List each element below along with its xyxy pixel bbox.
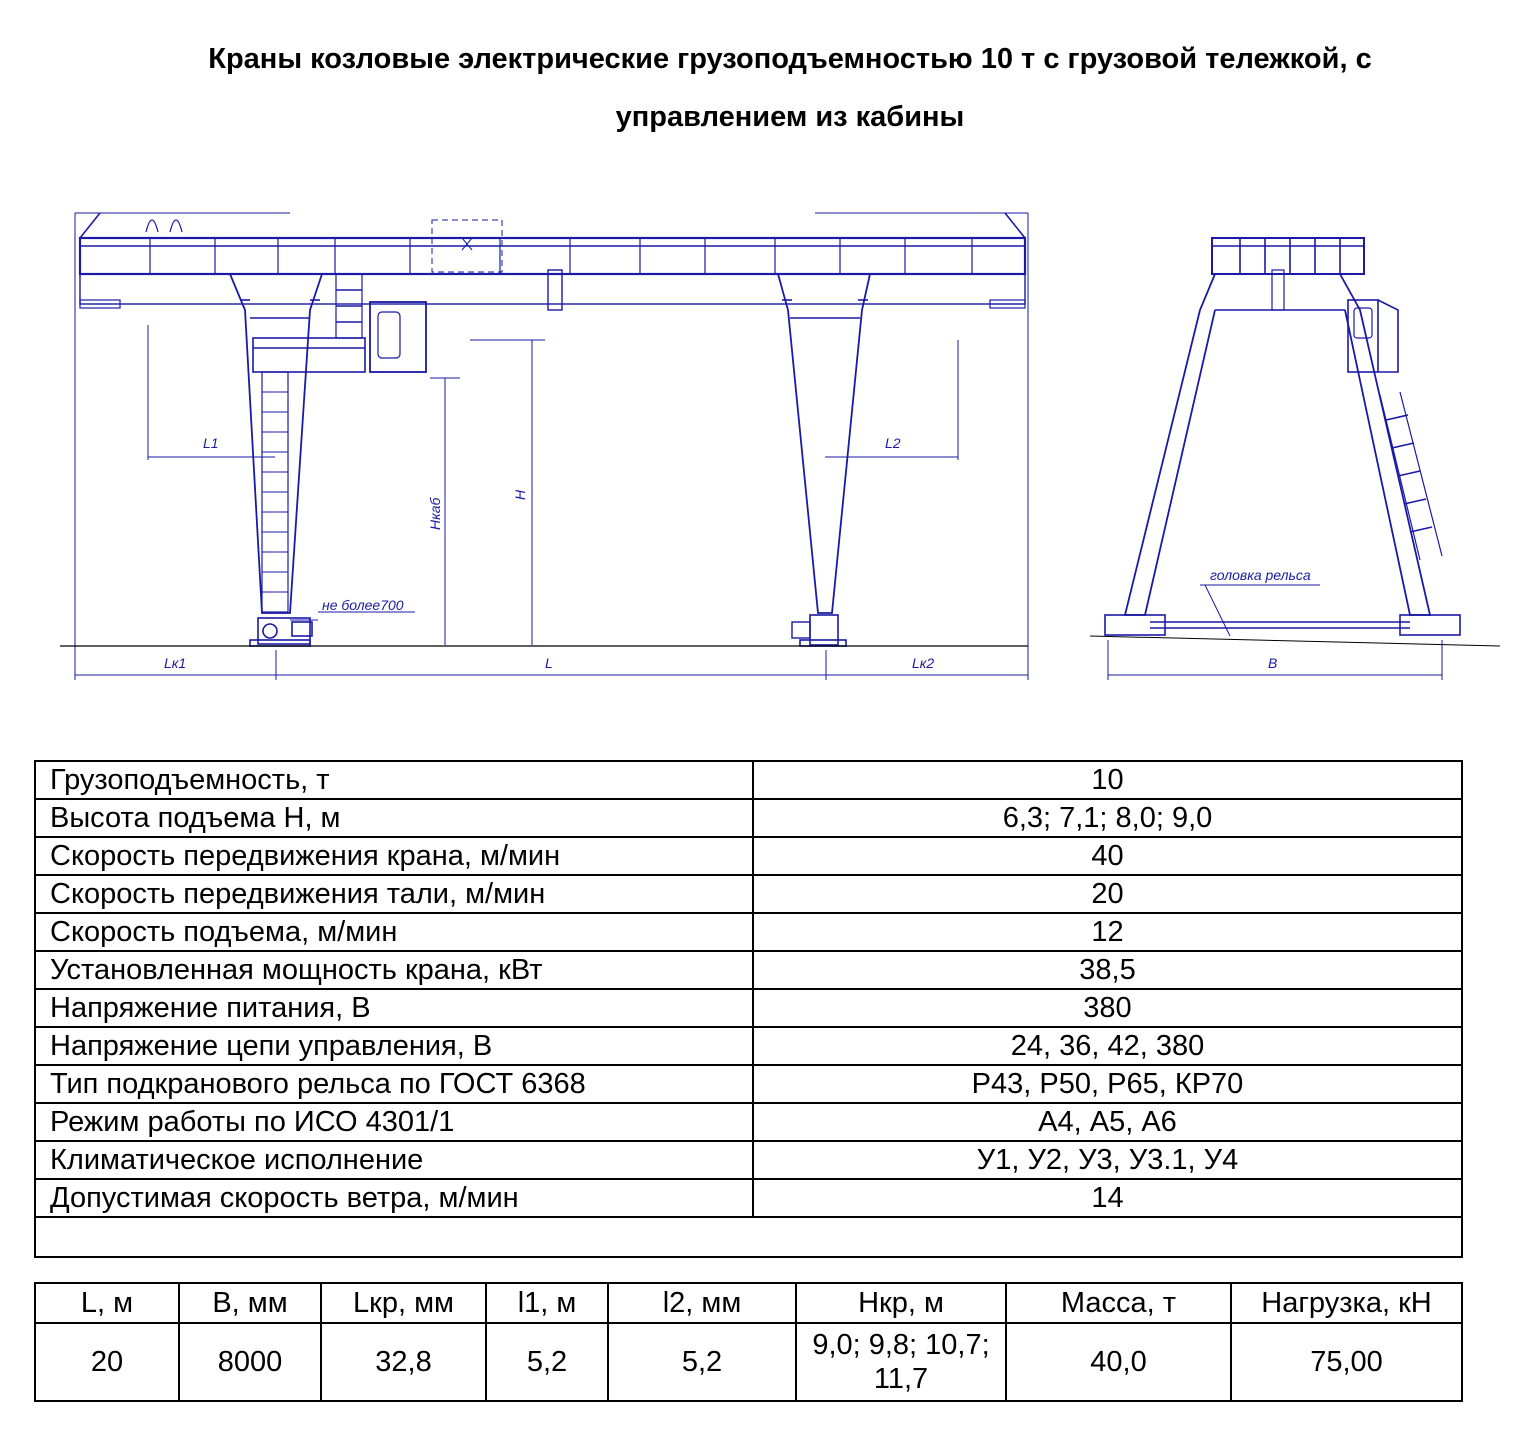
dims-header-cell: Нагрузка, кН	[1230, 1282, 1463, 1324]
document-title: Краны козловые электрические грузоподъем…	[40, 30, 1531, 146]
spec-param: Напряжение питания, В	[34, 988, 754, 1028]
dims-header-cell: Нкр, м	[795, 1282, 1007, 1324]
dims-header-cell: Масса, т	[1005, 1282, 1232, 1324]
dims-header-cell: L, м	[34, 1282, 180, 1324]
dims-value-cell: 9,0; 9,8; 10,7; 11,7	[795, 1322, 1007, 1402]
dims-value-cell: 8000	[178, 1322, 322, 1402]
dimension-lk2-label: Lк2	[912, 655, 934, 671]
dimension-h-label: Н	[512, 489, 528, 500]
title-line-2: управлением из кабины	[615, 101, 965, 133]
spec-value: Р43, Р50, Р65, КР70	[752, 1064, 1463, 1104]
spec-param: Установленная мощность крана, кВт	[34, 950, 754, 990]
dimension-l2-label: L2	[885, 435, 901, 451]
spec-value: 12	[752, 912, 1463, 952]
dimension-hcab-label: Нкаб	[427, 496, 443, 530]
dims-header-cell: l2, мм	[607, 1282, 797, 1324]
spec-param: Высота подъема Н, м	[34, 798, 754, 838]
spec-value: 10	[752, 760, 1463, 800]
dimensions-table: L, м B, мм Lкр, мм l1, м l2, мм Нкр, м М…	[34, 1282, 1463, 1402]
spec-param: Скорость передвижения тали, м/мин	[34, 874, 754, 914]
dims-header-cell: Lкр, мм	[320, 1282, 487, 1324]
dims-header-cell: B, мм	[178, 1282, 322, 1324]
spec-value: 6,3; 7,1; 8,0; 9,0	[752, 798, 1463, 838]
dimension-lk1-label: Lк1	[164, 655, 186, 671]
spec-param: Грузоподъемность, т	[34, 760, 754, 800]
dimension-l1-label: L1	[203, 435, 219, 451]
dims-value-row: 20 8000 32,8 5,2 5,2 9,0; 9,8; 10,7; 11,…	[34, 1322, 1463, 1402]
dims-header-cell: l1, м	[485, 1282, 609, 1324]
dims-value-cell: 20	[34, 1322, 180, 1402]
spec-param: Режим работы по ИСО 4301/1	[34, 1102, 754, 1142]
dimension-l-label: L	[545, 655, 553, 671]
spec-value: 40	[752, 836, 1463, 876]
front-view	[60, 212, 1029, 680]
crane-drawing: L1 L2 Нкаб Н не более700 Lк1 L Lк2 голов…	[60, 212, 1501, 680]
spec-param: Тип подкранового рельса по ГОСТ 6368	[34, 1064, 754, 1104]
spec-value: 38,5	[752, 950, 1463, 990]
front-dimensions	[75, 325, 1028, 680]
dims-value-cell: 5,2	[607, 1322, 797, 1402]
blank-row	[34, 1216, 1463, 1258]
max700-label: не более700	[322, 597, 404, 613]
spec-param: Климатическое исполнение	[34, 1140, 754, 1180]
dims-value-cell: 5,2	[485, 1322, 609, 1402]
dims-value-cell: 75,00	[1230, 1322, 1463, 1402]
title-line-1: Краны козловые электрические грузоподъем…	[208, 43, 1372, 75]
spec-value: 20	[752, 874, 1463, 914]
spec-value: А4, А5, А6	[752, 1102, 1463, 1142]
spec-value: 24, 36, 42, 380	[752, 1026, 1463, 1066]
side-view	[1089, 237, 1501, 680]
spec-param: Скорость передвижения крана, м/мин	[34, 836, 754, 876]
blank-cell	[34, 1216, 1463, 1258]
spec-value: 380	[752, 988, 1463, 1028]
spec-value: У1, У2, У3, У3.1, У4	[752, 1140, 1463, 1180]
spec-value: 14	[752, 1178, 1463, 1218]
spec-param: Напряжение цепи управления, В	[34, 1026, 754, 1066]
dimension-b-label: В	[1268, 655, 1277, 671]
dims-value-cell: 40,0	[1005, 1322, 1232, 1402]
rail-head-label: головка рельса	[1210, 567, 1311, 583]
dims-header-row: L, м B, мм Lкр, мм l1, м l2, мм Нкр, м М…	[34, 1282, 1463, 1324]
spec-param: Скорость подъема, м/мин	[34, 912, 754, 952]
dims-value-cell: 32,8	[320, 1322, 487, 1402]
spec-param: Допустимая скорость ветра, м/мин	[34, 1178, 754, 1218]
